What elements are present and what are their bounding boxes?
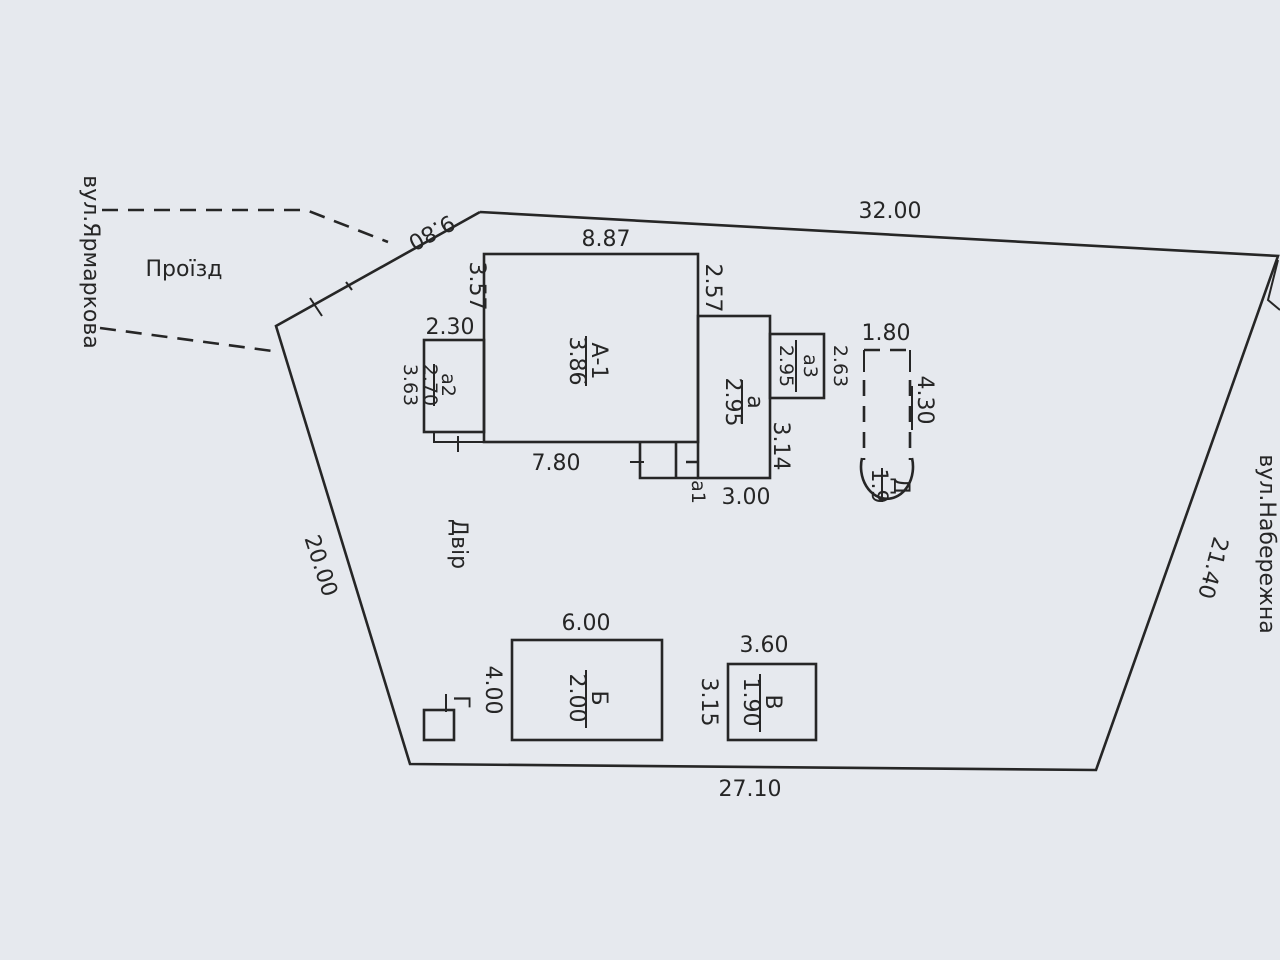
- a-depth: 3.14: [768, 422, 793, 471]
- plot-corner-dim: 9.80: [404, 209, 459, 255]
- passage-line-bottom: [99, 326, 281, 354]
- boundary-tick: [309, 297, 323, 317]
- a-width: 3.00: [722, 485, 771, 510]
- house-width-top: 8.87: [582, 227, 631, 252]
- a3-depth: 2.63: [829, 345, 851, 387]
- street-yarmarkova: вул.Ярмаркова: [78, 175, 103, 349]
- structure-g: [422, 708, 456, 742]
- annex-a2: [422, 338, 486, 434]
- label-dvir: Двір: [446, 519, 471, 569]
- plot-left-dim: 20.00: [299, 532, 342, 600]
- label-proizd: Проїзд: [146, 257, 223, 282]
- street-naberezhna: вул.Набережна: [1254, 454, 1279, 633]
- building-b: [510, 638, 664, 742]
- a2-letter: а2: [437, 373, 459, 397]
- b-depth: 4.00: [480, 666, 505, 715]
- g-letter: Г: [448, 695, 473, 708]
- d-letter: Д: [888, 477, 913, 494]
- house-height: 3.86: [564, 337, 589, 386]
- house-right-side: 2.57: [700, 264, 725, 313]
- a2-height: 2.70: [419, 364, 441, 406]
- porch-a1: [638, 442, 698, 480]
- annex-a3: [768, 332, 826, 400]
- v-letter: В: [760, 694, 785, 709]
- house-letter: А-1: [586, 343, 611, 380]
- plot-bottom-dim: 27.10: [719, 777, 782, 802]
- d-length: 4.30: [912, 376, 937, 425]
- boundary-tick: [345, 281, 353, 291]
- a1-letter: а1: [687, 480, 709, 504]
- passage-line-top: [102, 208, 389, 244]
- plot-right-dim: 21.40: [1192, 534, 1232, 601]
- b-letter: Б: [586, 690, 611, 705]
- boundary-hook: [1266, 259, 1280, 311]
- plot-boundary: [274, 210, 1280, 772]
- d-width: 1.80: [862, 321, 911, 346]
- house-width-bottom: 7.80: [532, 451, 581, 476]
- a2-depth: 3.63: [399, 364, 421, 406]
- d-height: 1.9: [866, 469, 891, 504]
- building-v: [726, 662, 818, 742]
- a-height: 2.95: [720, 378, 745, 427]
- v-width: 3.60: [740, 633, 789, 658]
- structure-d-circle: [859, 457, 915, 501]
- a-letter: а: [742, 395, 767, 408]
- annex-a2-porch: [433, 432, 484, 452]
- house-left-side: 3.57: [464, 262, 489, 311]
- b-width: 6.00: [562, 611, 611, 636]
- b-height: 2.00: [564, 674, 589, 723]
- plot-top-dim: 32.00: [859, 199, 922, 224]
- v-height: 1.90: [738, 678, 763, 727]
- v-depth: 3.15: [696, 678, 721, 727]
- a3-height: 2.95: [775, 345, 797, 387]
- a3-letter: а3: [799, 354, 821, 378]
- a2-width: 2.30: [426, 315, 475, 340]
